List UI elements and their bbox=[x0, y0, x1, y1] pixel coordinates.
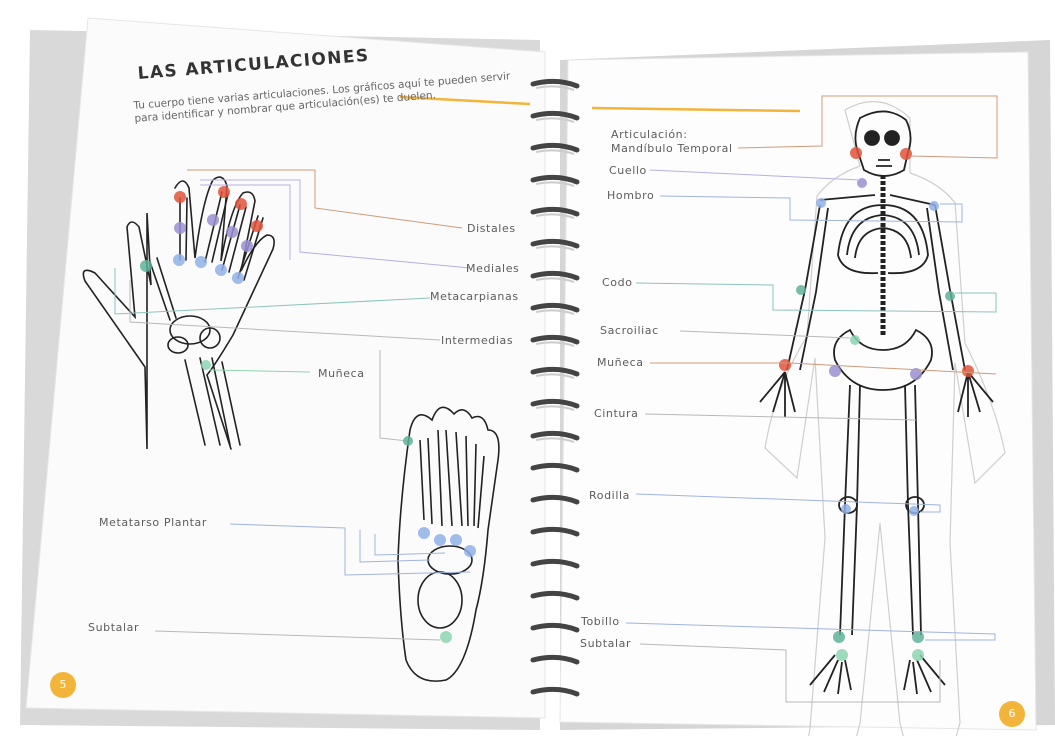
label-subtalar-body: Subtalar bbox=[580, 637, 631, 650]
label-tobillo: Tobillo bbox=[581, 615, 620, 628]
label-metacarpianas: Metacarpianas bbox=[430, 290, 519, 303]
label-sacroiliac: Sacroiliac bbox=[600, 324, 659, 337]
label-codo: Codo bbox=[602, 276, 633, 289]
label-muneca-hand: Muñeca bbox=[318, 367, 365, 380]
label-intermedias: Intermedias bbox=[441, 334, 513, 347]
label-metatarso-plantar: Metatarso Plantar bbox=[99, 516, 207, 529]
label-articulacion: Articulación: bbox=[611, 128, 688, 141]
label-subtalar-foot: Subtalar bbox=[88, 621, 139, 634]
label-rodilla: Rodilla bbox=[589, 489, 630, 502]
label-muneca-body: Muñeca bbox=[597, 356, 644, 369]
label-hombro: Hombro bbox=[607, 189, 654, 202]
left-page bbox=[26, 18, 545, 718]
label-mandibulo-temporal: Mandíbulo Temporal bbox=[611, 142, 733, 155]
page-number-left: 5 bbox=[50, 672, 76, 698]
label-cintura: Cintura bbox=[594, 407, 638, 420]
label-distales: Distales bbox=[467, 222, 516, 235]
page-number-right: 6 bbox=[999, 701, 1025, 727]
label-cuello: Cuello bbox=[609, 164, 647, 177]
label-mediales: Mediales bbox=[466, 262, 519, 275]
